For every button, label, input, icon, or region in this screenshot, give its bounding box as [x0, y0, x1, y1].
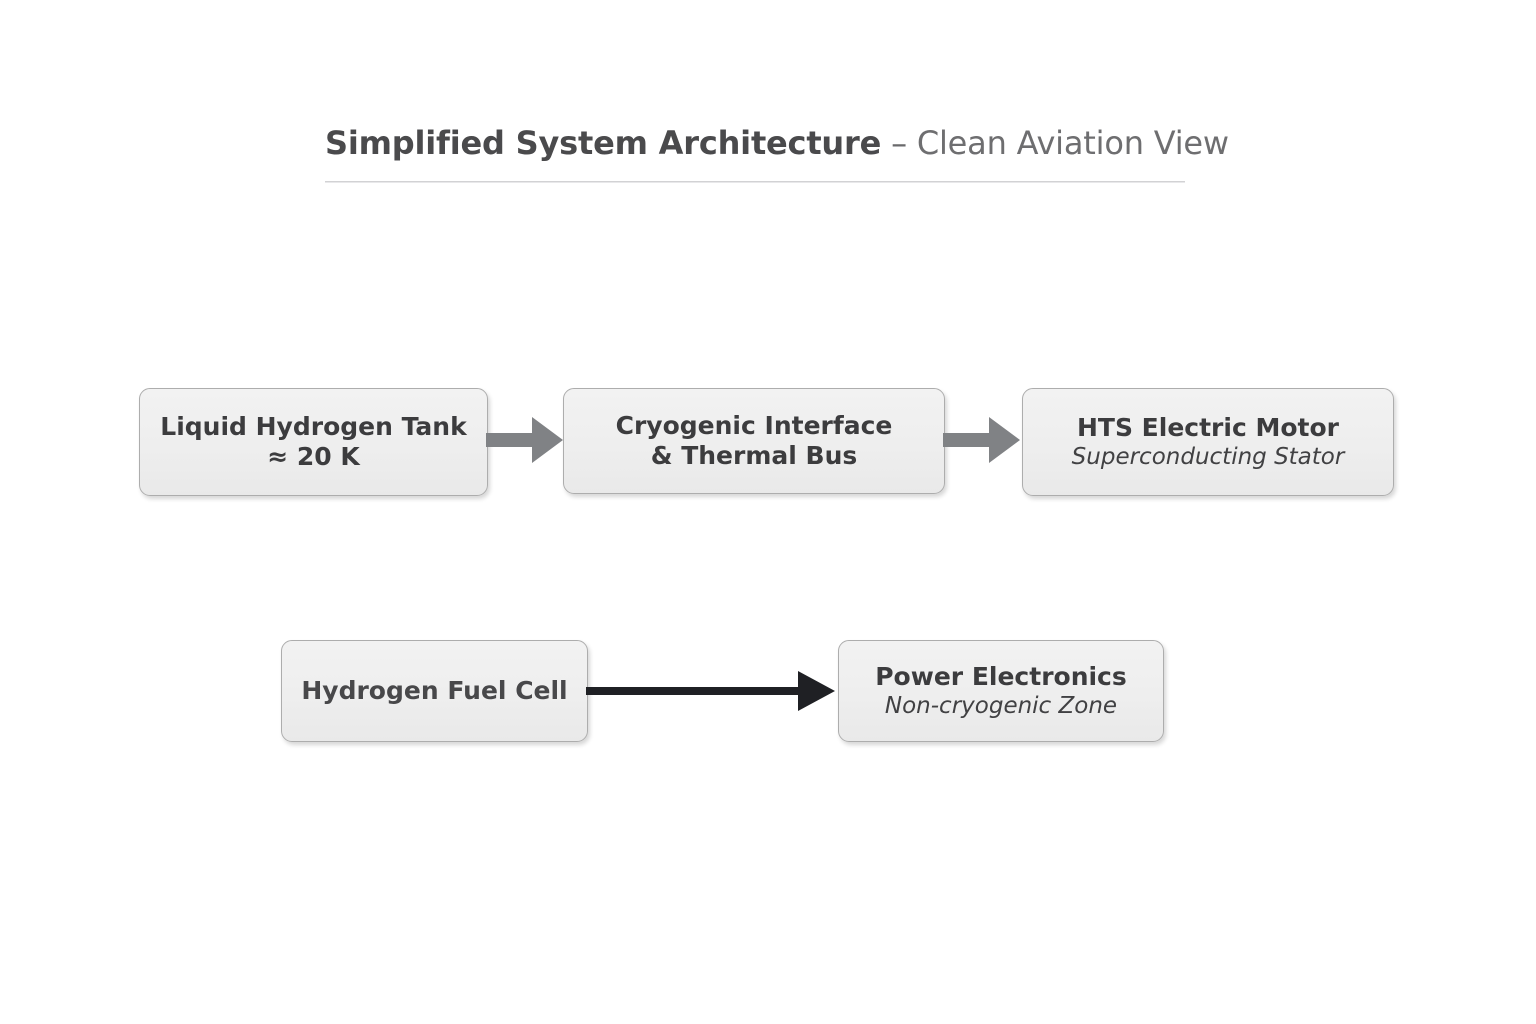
arrow-lh2-to-cryo-icon	[486, 415, 564, 465]
node-cryogenic-interface[interactable]: Cryogenic Interface & Thermal Bus	[563, 388, 945, 494]
title-divider	[325, 181, 1185, 183]
node-subtitle: ≈ 20 K	[267, 442, 360, 471]
page-title-rest: Clean Aviation View	[916, 124, 1229, 162]
node-title: Liquid Hydrogen Tank	[160, 412, 467, 441]
node-subtitle: Superconducting Stator	[1071, 443, 1345, 470]
node-title: HTS Electric Motor	[1077, 412, 1339, 442]
node-subtitle: Non-cryogenic Zone	[884, 692, 1118, 719]
page-title-line: Simplified System Architecture – Clean A…	[325, 124, 1229, 162]
node-title: Cryogenic Interface	[615, 411, 893, 440]
node-title: Hydrogen Fuel Cell	[301, 676, 568, 705]
node-hydrogen-fuel-cell[interactable]: Hydrogen Fuel Cell	[281, 640, 588, 742]
page-title: Simplified System Architecture – Clean A…	[325, 124, 1229, 162]
node-liquid-hydrogen-tank[interactable]: Liquid Hydrogen Tank ≈ 20 K	[139, 388, 488, 496]
page-title-strong: Simplified System Architecture	[325, 124, 882, 162]
arrow-cryo-to-hts-icon	[943, 415, 1021, 465]
node-title: Power Electronics	[875, 661, 1127, 691]
page-title-dash: –	[881, 124, 917, 162]
arrow-fuelcell-to-power-icon	[586, 668, 836, 714]
node-power-electronics[interactable]: Power Electronics Non-cryogenic Zone	[838, 640, 1164, 742]
node-hts-electric-motor[interactable]: HTS Electric Motor Superconducting Stato…	[1022, 388, 1394, 496]
node-subtitle: & Thermal Bus	[650, 441, 858, 470]
